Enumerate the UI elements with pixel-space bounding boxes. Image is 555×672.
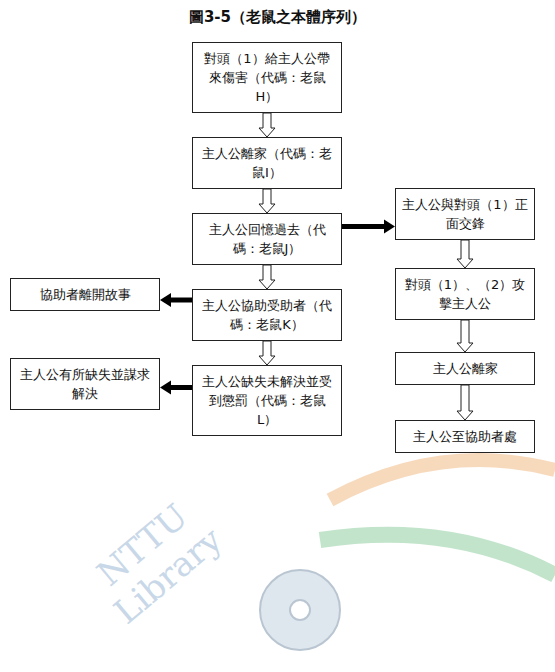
flow-arrow (259, 341, 275, 365)
process-box: 主人公協助受助者（代碼：老鼠K） (192, 289, 342, 341)
disc (260, 570, 340, 650)
process-box: 協助者離開故事 (10, 278, 160, 311)
process-box: 主人公離家 (395, 352, 535, 385)
flow-arrow (160, 381, 192, 395)
box-text: 主人公回憶過去（代碼：老鼠J） (199, 220, 335, 258)
flow-arrow (259, 265, 275, 289)
box-text: 主人公離家 (433, 359, 498, 378)
process-box: 主人公有所缺失並謀求解決 (10, 358, 160, 410)
green-swoosh (320, 535, 555, 575)
flow-arrow (342, 220, 395, 234)
box-text: 主人公缺失未解決並受到懲罰（代碼：老鼠L） (199, 372, 335, 429)
process-box: 主人公至協助者處 (395, 420, 535, 453)
process-box: 主人公回憶過去（代碼：老鼠J） (192, 213, 342, 265)
box-text: 主人公協助受助者（代碼：老鼠K） (199, 296, 335, 334)
box-text: 對頭（1）給主人公帶來傷害（代碼：老鼠H） (199, 49, 335, 106)
flow-arrow (457, 320, 473, 352)
figure-title: 圖3-5（老鼠之本體序列） (0, 8, 555, 27)
flow-arrow (457, 240, 473, 268)
box-text: 對頭（1）、（2）攻擊主人公 (402, 275, 528, 313)
disc-hole (290, 600, 310, 620)
process-box: 主人公缺失未解決並受到懲罰（代碼：老鼠L） (192, 365, 342, 436)
process-box: 對頭（1）、（2）攻擊主人公 (395, 268, 535, 320)
process-box: 主人公離家（代碼：老鼠I） (192, 137, 342, 189)
process-box: 主人公與對頭（1）正面交鋒 (395, 188, 535, 240)
box-text: 主人公至協助者處 (413, 427, 517, 446)
flow-arrow (160, 293, 192, 307)
orange-swoosh (330, 460, 555, 500)
box-text: 協助者離開故事 (40, 285, 131, 304)
flow-arrow (259, 113, 275, 137)
box-text: 主人公與對頭（1）正面交鋒 (402, 195, 528, 233)
flow-arrow (457, 385, 473, 420)
watermark-text: NTTU Library (45, 459, 265, 662)
process-box: 對頭（1）給主人公帶來傷害（代碼：老鼠H） (192, 42, 342, 113)
flow-arrow (259, 189, 275, 213)
box-text: 主人公有所缺失並謀求解決 (17, 365, 153, 403)
box-text: 主人公離家（代碼：老鼠I） (199, 144, 335, 182)
